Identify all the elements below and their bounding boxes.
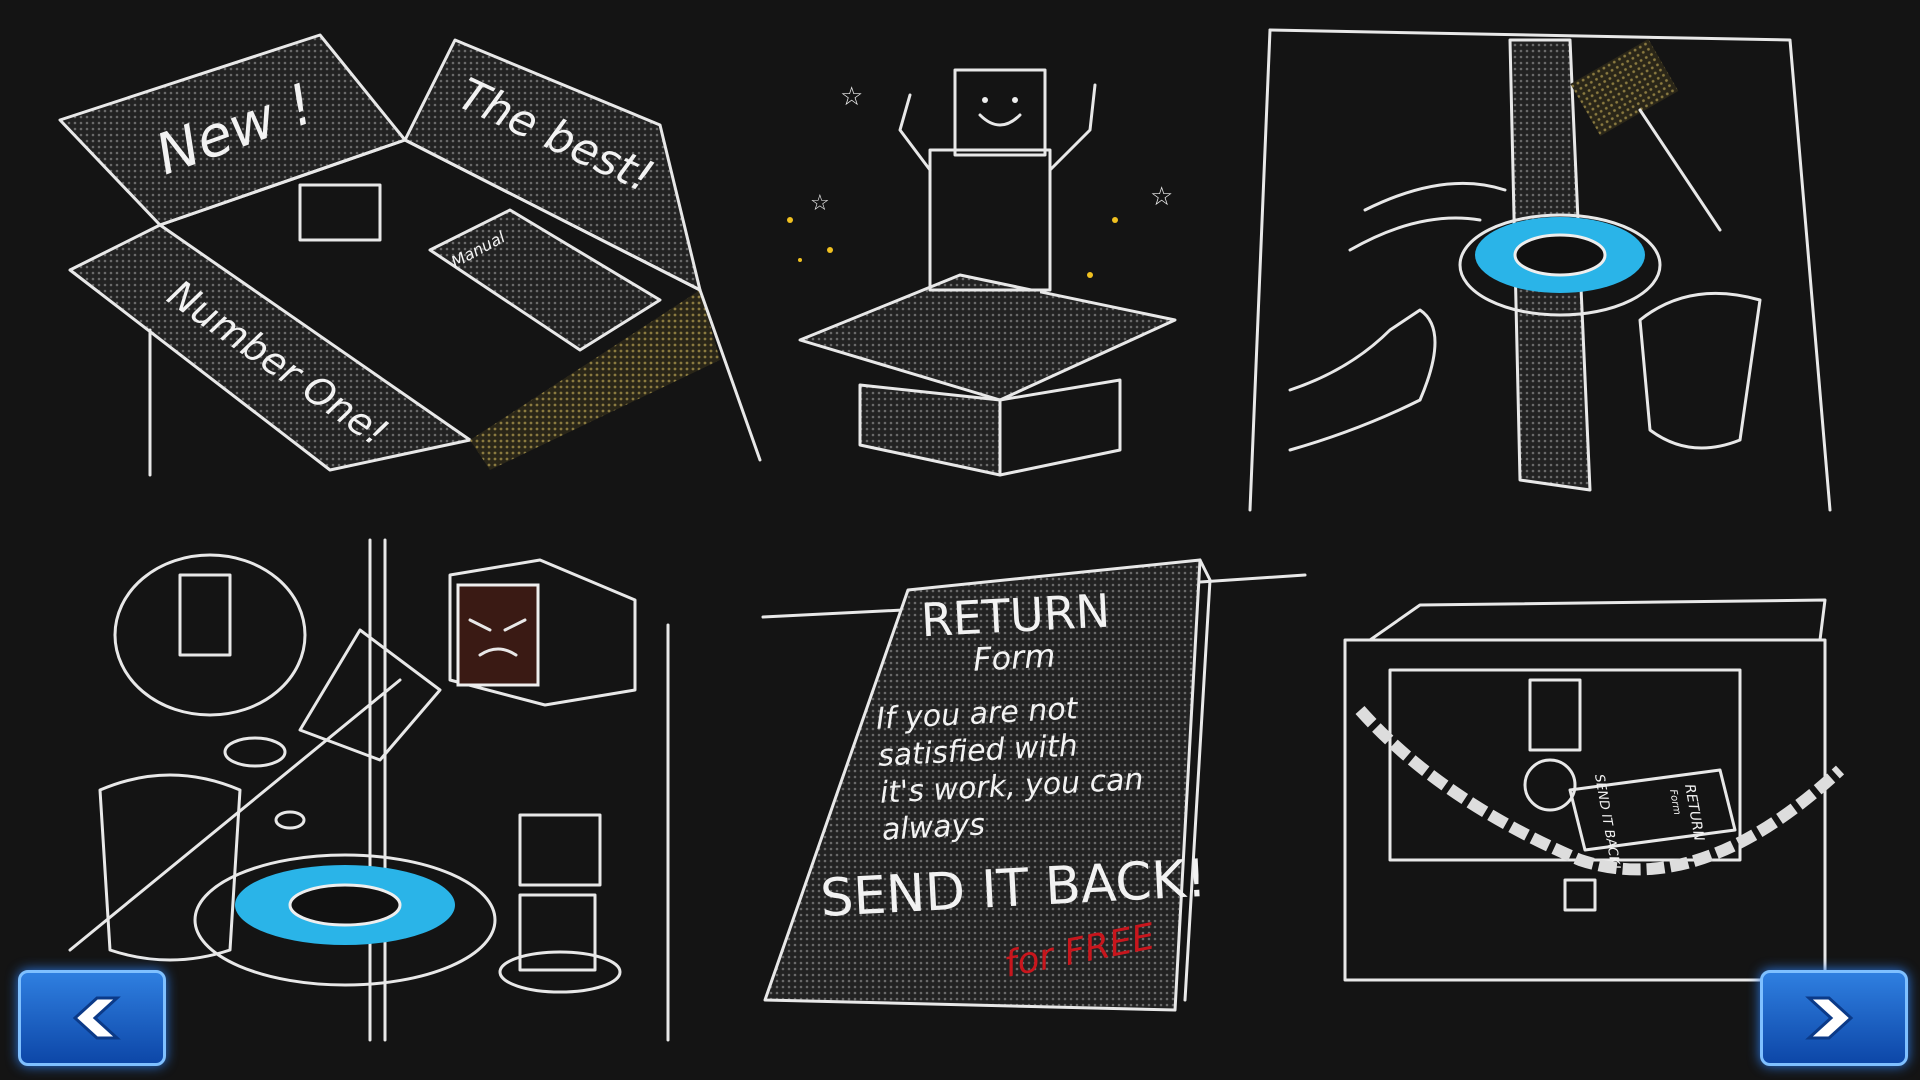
form-note: for FREE — [1001, 916, 1159, 986]
form-body: If you are not satisfied with it's work,… — [875, 687, 1146, 849]
panel-appliances — [68, 538, 670, 1042]
mini-form-cta: SEND IT BACK! — [1591, 773, 1623, 871]
panel-vacuum — [1248, 28, 1832, 512]
panel-robot: ☆ ☆ ☆ — [787, 68, 1177, 477]
panel-safe: RETURN Form SEND IT BACK! — [1343, 598, 1845, 982]
panel-return-form — [761, 558, 1307, 1012]
mini-form-subtitle: Form — [1667, 789, 1682, 816]
chevron-right-icon — [1805, 996, 1854, 1040]
chevron-left-icon — [72, 996, 121, 1040]
next-page-button[interactable] — [1760, 970, 1908, 1066]
panel-unboxing: New ! The best! Number One! Manual — [58, 33, 762, 477]
svg-text:☆: ☆ — [1150, 182, 1173, 212]
svg-text:☆: ☆ — [810, 191, 830, 216]
form-subtitle: Form — [972, 636, 1057, 679]
previous-page-button[interactable] — [18, 970, 166, 1066]
svg-text:☆: ☆ — [840, 82, 863, 112]
mini-form-title: RETURN — [1681, 783, 1707, 843]
return-form: RETURN Form If you are not satisfied wit… — [779, 570, 1208, 1010]
